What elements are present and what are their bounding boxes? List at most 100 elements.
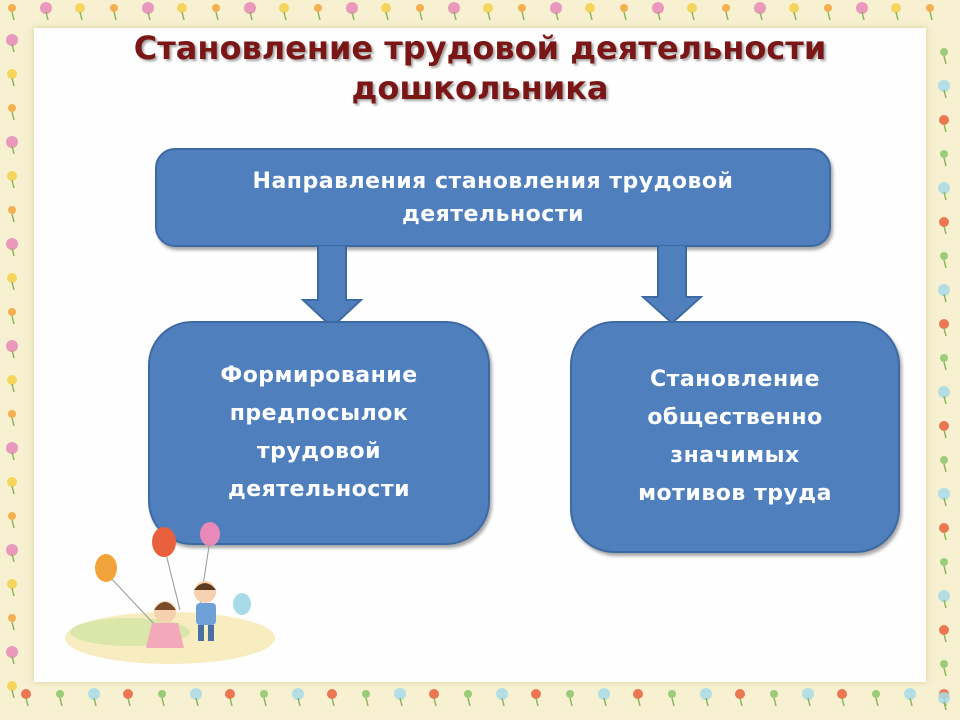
border-flower — [531, 689, 541, 699]
prerequisites-box: Формирование предпосылок трудовой деятел… — [148, 321, 490, 545]
border-flower — [7, 477, 17, 487]
border-flower-stem — [11, 145, 15, 155]
border-flower — [314, 4, 322, 12]
border-flower-stem — [25, 697, 29, 707]
border-flower — [7, 579, 17, 589]
border-flower — [6, 646, 18, 658]
border-flower-stem — [943, 463, 947, 473]
border-flower-stem — [875, 697, 879, 707]
border-flower-stem — [943, 599, 947, 609]
border-flower-stem — [11, 689, 15, 699]
border-flower-stem — [827, 11, 831, 21]
border-flower — [620, 4, 628, 12]
border-flower — [362, 690, 370, 698]
border-flower — [244, 2, 256, 14]
border-flower-stem — [943, 259, 947, 269]
border-flower — [8, 104, 16, 112]
border-flower — [496, 688, 508, 700]
border-flower — [190, 688, 202, 700]
border-flower — [566, 690, 574, 698]
border-flower — [940, 558, 948, 566]
border-flower-stem — [705, 697, 709, 707]
border-flower-stem — [365, 697, 369, 707]
border-flower — [938, 284, 950, 296]
border-flower-stem — [637, 697, 641, 707]
border-flower — [21, 689, 31, 699]
border-flower-stem — [433, 697, 437, 707]
border-flower — [327, 689, 337, 699]
border-flower-stem — [725, 11, 729, 21]
border-flower-stem — [943, 395, 947, 405]
border-flower-stem — [11, 655, 15, 665]
border-flower-stem — [79, 11, 83, 21]
border-flower — [6, 238, 18, 250]
border-flower-stem — [467, 697, 471, 707]
border-flower — [939, 625, 949, 635]
border-flower-stem — [229, 697, 233, 707]
directions-line-2: деятельности — [401, 201, 585, 227]
border-flower — [7, 375, 17, 385]
children-balloons-illustration — [65, 522, 275, 664]
border-flower-stem — [929, 11, 933, 21]
page-title: Становление трудовой деятельности дошкол… — [90, 28, 870, 108]
border-flower-stem — [671, 697, 675, 707]
border-flower — [837, 689, 847, 699]
border-flower — [938, 488, 950, 500]
border-flower-stem — [11, 587, 15, 597]
prerequisites-line-2: предпосылок — [229, 401, 409, 426]
border-flower-stem — [215, 11, 219, 21]
border-flower — [938, 80, 950, 92]
border-flower-stem — [249, 11, 253, 21]
border-flower-stem — [943, 429, 947, 439]
border-flower-stem — [759, 11, 763, 21]
border-flower — [904, 688, 916, 700]
border-flower — [598, 688, 610, 700]
motives-line-2: общественно — [647, 405, 823, 430]
border-flower-stem — [11, 179, 15, 189]
border-flower — [668, 690, 676, 698]
border-flower-stem — [943, 89, 947, 99]
border-flower-stem — [283, 11, 287, 21]
border-flower — [754, 2, 766, 14]
border-flower-stem — [11, 417, 15, 427]
border-flower — [429, 689, 439, 699]
border-flower-stem — [555, 11, 559, 21]
prerequisites-line-1: Формирование — [220, 363, 418, 388]
motives-box: Становление общественно значимых мотивов… — [570, 321, 900, 553]
border-flower-stem — [11, 11, 15, 21]
border-flower-stem — [351, 11, 355, 21]
border-flower — [123, 689, 133, 699]
border-flower-stem — [841, 697, 845, 707]
border-flower-stem — [657, 11, 661, 21]
border-flower-stem — [943, 361, 947, 371]
border-flower-stem — [623, 11, 627, 21]
border-flower-stem — [603, 697, 607, 707]
title-line-2: дошкольника — [351, 69, 609, 107]
border-flower — [940, 354, 948, 362]
border-flower-stem — [399, 697, 403, 707]
border-flower — [381, 3, 391, 13]
prerequisites-line-3: трудовой — [256, 439, 382, 464]
border-flower — [687, 3, 697, 13]
border-flower-stem — [943, 531, 947, 541]
arrow-down-right-icon — [641, 245, 703, 325]
border-flower-stem — [331, 697, 335, 707]
border-flower — [940, 456, 948, 464]
border-flower-stem — [943, 497, 947, 507]
border-flower — [416, 4, 424, 12]
border-flower — [158, 690, 166, 698]
border-flower — [938, 590, 950, 602]
border-flower-stem — [11, 247, 15, 257]
border-flower-stem — [11, 621, 15, 631]
border-flower-stem — [943, 701, 947, 711]
border-flower — [940, 252, 948, 260]
border-flower-stem — [943, 293, 947, 303]
border-flower — [8, 614, 16, 622]
border-flower — [88, 688, 100, 700]
border-flower — [7, 273, 17, 283]
motives-line-3: значимых — [670, 443, 800, 468]
border-flower-stem — [11, 315, 15, 325]
border-flower-stem — [943, 225, 947, 235]
border-flower — [483, 3, 493, 13]
